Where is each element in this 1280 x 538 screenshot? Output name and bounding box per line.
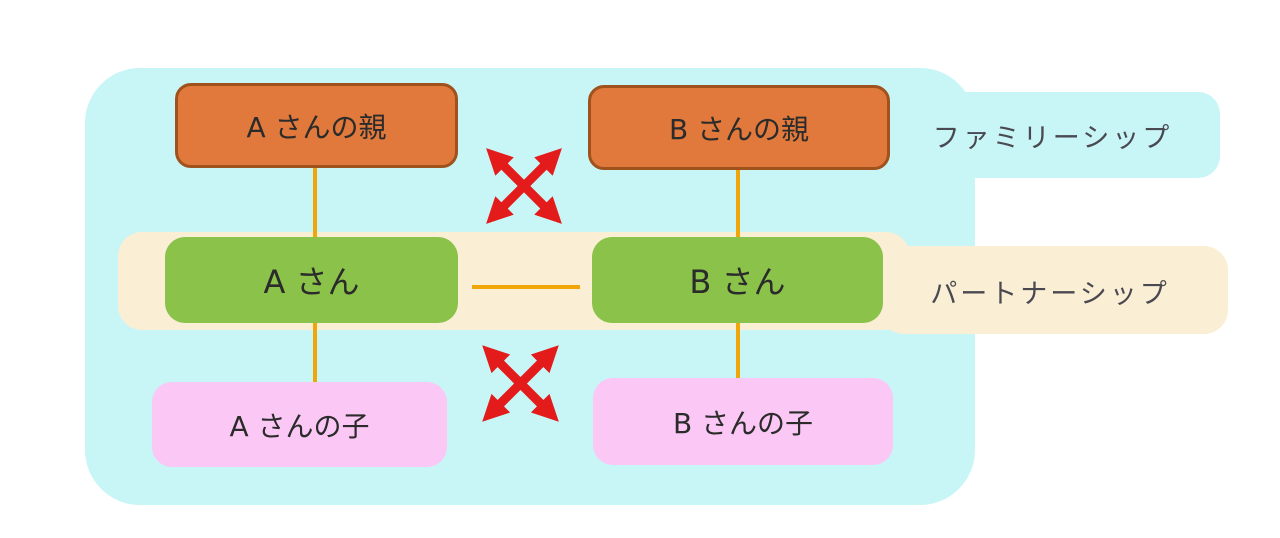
- familyship-label: ファミリーシップ: [932, 122, 1173, 154]
- partnership-tab: [880, 246, 1228, 334]
- cross-arrows-icon: [474, 136, 574, 236]
- connector-parent-b-to-person-b: [736, 170, 740, 238]
- connector-person-a-to-child-a: [313, 322, 317, 383]
- node-parent-b: B さんの親: [588, 85, 890, 170]
- node-child-b: B さんの子: [593, 378, 893, 465]
- connector-person-a-to-person-b: [472, 285, 580, 289]
- connector-person-b-to-child-b: [736, 322, 740, 379]
- connector-parent-a-to-person-a: [313, 168, 317, 238]
- node-parent-a: A さんの親: [175, 83, 458, 168]
- node-person-b: B さん: [592, 237, 883, 323]
- node-child-a: A さんの子: [152, 382, 447, 467]
- cross-arrows-icon: [470, 333, 571, 434]
- node-person-a: A さん: [165, 237, 458, 323]
- familyship-tab: [930, 92, 1220, 178]
- partnership-label: パートナーシップ: [930, 278, 1170, 310]
